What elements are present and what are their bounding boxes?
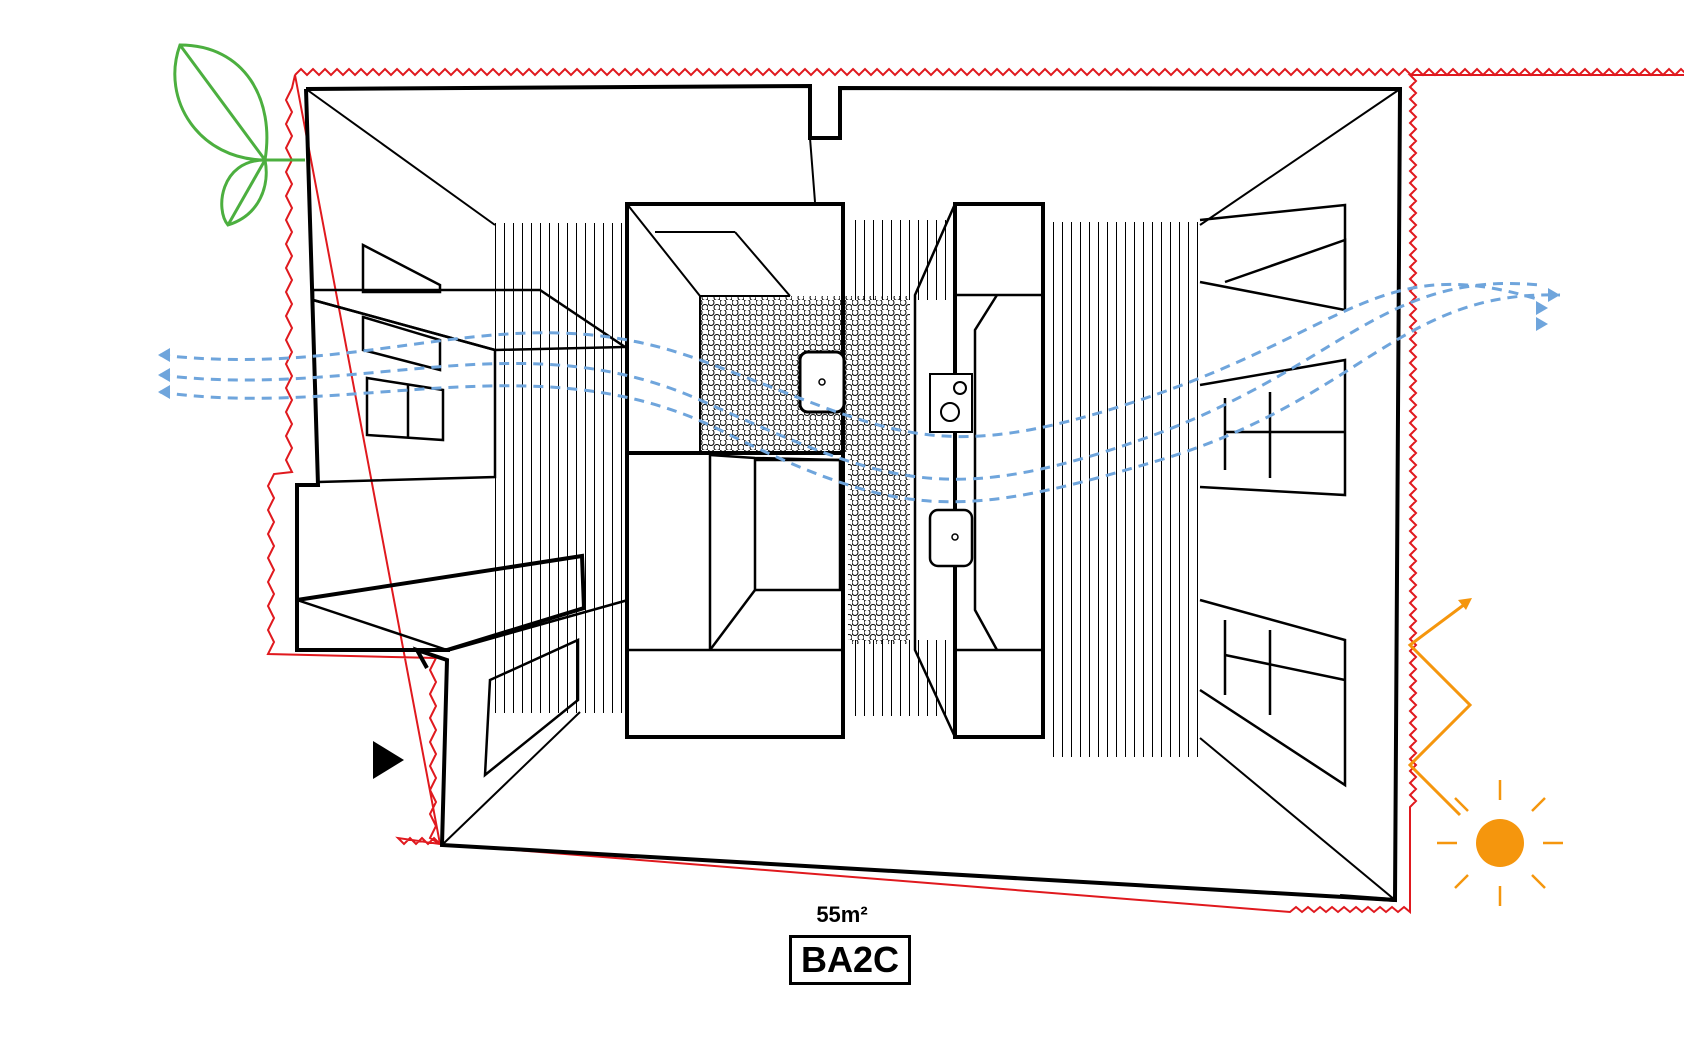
left-room-furniture bbox=[295, 242, 629, 778]
airflow-arrowheads bbox=[158, 288, 1560, 399]
corridor-tile-floor bbox=[848, 452, 910, 644]
right-room-windows bbox=[1199, 203, 1347, 788]
site-boundary-zigzag bbox=[266, 67, 1684, 915]
bathroom-sink bbox=[798, 350, 846, 414]
perspective-lines bbox=[305, 88, 1401, 901]
floor-right bbox=[1045, 222, 1202, 757]
floor-corridor-bottom bbox=[848, 640, 953, 716]
leaf-icon bbox=[173, 43, 305, 227]
floor-area-label: 55m² bbox=[816, 902, 868, 927]
sun-icon bbox=[1437, 780, 1563, 906]
floor-corridor-top bbox=[848, 220, 953, 300]
kitchen-sink bbox=[928, 508, 974, 568]
sunlight-zigzag-arrow-icon bbox=[1407, 602, 1473, 817]
floor-left bbox=[490, 223, 626, 713]
unit-code: BA2C bbox=[800, 939, 899, 980]
entrance-arrow-icon bbox=[373, 741, 404, 779]
sunlight-arrowhead bbox=[1458, 598, 1472, 610]
bed-block bbox=[625, 451, 845, 739]
unit-code-box: BA2C bbox=[789, 935, 911, 985]
cross-ventilation-arrows bbox=[159, 282, 1561, 504]
